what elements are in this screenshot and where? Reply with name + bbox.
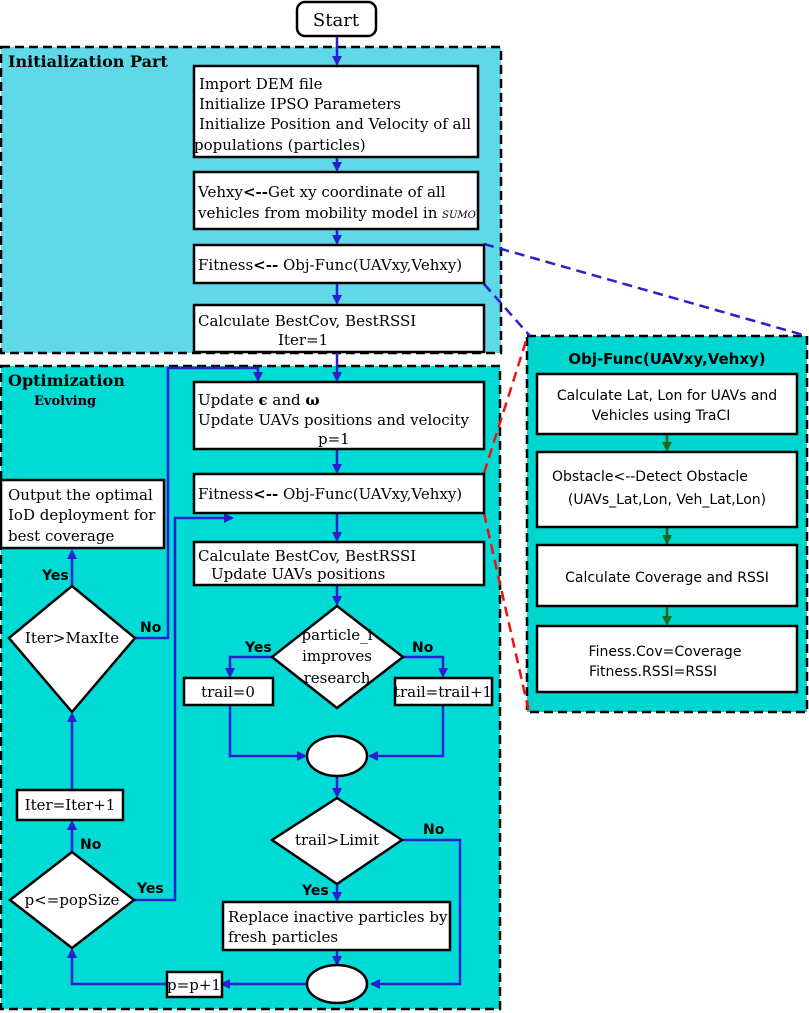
opt-section-title: Optimization bbox=[8, 371, 125, 390]
replace-line-2: fresh particles bbox=[228, 928, 338, 946]
trail-plus-box: trail=trail+1 bbox=[393, 676, 494, 707]
popsize-label: p<=popSize bbox=[25, 891, 120, 909]
calc-best-box-2: Calculate BestCov, BestRSSI Update UAVs … bbox=[192, 540, 486, 587]
fitness-label-2: Fitness bbox=[198, 485, 253, 503]
fitness-box-1: Fitness<-- Obj-Func(UAVxy,Vehxy) bbox=[192, 243, 486, 285]
import-line-4: populations (particles) bbox=[194, 136, 366, 154]
svg-text:Update ϵ and ω: Update ϵ and ω bbox=[198, 391, 320, 409]
init-section-title: Initialization Part bbox=[8, 52, 168, 71]
vehxy-assign-arrow: <-- bbox=[243, 183, 268, 201]
update-box: Update ϵ and ω Update UAVs positions and… bbox=[192, 380, 486, 451]
no-label-popsize: No bbox=[80, 837, 102, 853]
particle-line-3: research bbox=[304, 669, 371, 687]
trail-zero-box: trail=0 bbox=[182, 676, 275, 707]
red-dashed-link-top bbox=[482, 337, 529, 474]
yes-label-trail: Yes bbox=[301, 883, 329, 899]
fitness-call-2: Obj-Func(UAVxy,Vehxy) bbox=[278, 485, 462, 503]
obj-coverage-label: Calculate Coverage and RSSI bbox=[565, 570, 769, 586]
yes-label-popsize: Yes bbox=[136, 881, 164, 897]
output-line-3: best coverage bbox=[8, 527, 114, 545]
obj-obstacle-line-1: Obstacle<--Detect Obstacle bbox=[552, 469, 748, 485]
calc-best-2-line-2: Update UAVs positions bbox=[211, 565, 385, 583]
merge-connector-2 bbox=[305, 963, 369, 1005]
flow-arrows bbox=[67, 36, 462, 989]
vehxy-text: Get xy coordinate of all bbox=[268, 183, 446, 201]
obj-coverage-box: Calculate Coverage and RSSI bbox=[535, 543, 799, 608]
trail-limit-decision: trail>Limit bbox=[269, 796, 405, 886]
blue-dashed-link-bottom bbox=[483, 283, 531, 337]
no-label-particle: No bbox=[412, 640, 434, 656]
vehxy-box: Vehxy<--Get xy coordinate of all vehicle… bbox=[192, 170, 480, 231]
p-plus-label: p=p+1 bbox=[167, 976, 221, 994]
opt-section-subtitle: Evolving bbox=[34, 394, 96, 409]
output-box: Output the optimal IoD deployment for be… bbox=[0, 478, 166, 550]
obj-latlon-box: Calculate Lat, Lon for UAVs and Vehicles… bbox=[535, 372, 799, 436]
vehxy-line-2: vehicles from mobility model in bbox=[197, 204, 442, 222]
particle-line-1: particle_i bbox=[302, 626, 373, 644]
iter-plus-label: Iter=Iter+1 bbox=[25, 796, 116, 814]
epsilon-symbol: ϵ bbox=[258, 391, 267, 409]
import-line-2: Initialize IPSO Parameters bbox=[199, 95, 401, 113]
no-label-iter: No bbox=[140, 620, 162, 636]
iter-maxite-decision: Iter>MaxIte bbox=[7, 584, 137, 714]
iter-plus-box: Iter=Iter+1 bbox=[15, 788, 125, 822]
blue-dashed-link-top bbox=[483, 242, 808, 338]
yes-label-particle: Yes bbox=[244, 640, 272, 656]
calc-best-1-line-2: Iter=1 bbox=[278, 331, 328, 349]
import-line-3: Initialize Position and Velocity of all bbox=[199, 115, 471, 133]
obj-latlon-line-2: Vehicles using TraCI bbox=[592, 408, 731, 424]
calc-best-2-line-1: Calculate BestCov, BestRSSI bbox=[198, 547, 416, 565]
replace-line-1: Replace inactive particles by bbox=[228, 908, 448, 926]
import-box: Import DEM file Initialize IPSO Paramete… bbox=[192, 64, 480, 159]
vehxy-label: Vehxy bbox=[197, 183, 243, 201]
obj-obstacle-line-2: (UAVs_Lat,Lon, Veh_Lat,Lon) bbox=[568, 492, 766, 508]
obj-fitness-line-2: Fitness.RSSI=RSSI bbox=[589, 664, 717, 680]
fitness-box-2: Fitness<-- Obj-Func(UAVxy,Vehxy) bbox=[192, 472, 486, 515]
svg-text:Fitness<-- Obj-Func(UAVxy,Vehx: Fitness<-- Obj-Func(UAVxy,Vehxy) bbox=[198, 256, 462, 274]
yes-label-iter: Yes bbox=[41, 568, 69, 584]
trail-zero-label: trail=0 bbox=[201, 683, 255, 701]
svg-text:vehicles from mobility model i: vehicles from mobility model in SUMO bbox=[197, 204, 476, 222]
no-label-trail: No bbox=[423, 822, 445, 838]
obj-fitness-line-1: Finess.Cov=Coverage bbox=[589, 644, 742, 660]
fitness-call-1: Obj-Func(UAVxy,Vehxy) bbox=[278, 256, 462, 274]
svg-text:Fitness<-- Obj-Func(UAVxy,Vehx: Fitness<-- Obj-Func(UAVxy,Vehxy) bbox=[198, 485, 462, 503]
obj-obstacle-box: Obstacle<--Detect Obstacle (UAVs_Lat,Lon… bbox=[535, 450, 799, 529]
fitness-assign-arrow-1: <-- bbox=[253, 256, 278, 274]
svg-text:Vehxy<--Get xy coordinate of a: Vehxy<--Get xy coordinate of all bbox=[197, 183, 446, 201]
obj-section-title: Obj-Func(UAVxy,Vehxy) bbox=[568, 350, 765, 368]
red-dashed-link-bottom bbox=[482, 512, 531, 713]
popsize-decision: p<=popSize bbox=[7, 850, 137, 950]
update-line-2: Update UAVs positions and velocity bbox=[198, 411, 470, 429]
merge-connector-1 bbox=[305, 734, 369, 778]
particle-line-2: improves bbox=[302, 647, 372, 665]
p-plus-box: p=p+1 bbox=[165, 970, 224, 999]
output-line-1: Output the optimal bbox=[8, 486, 153, 504]
iter-maxite-label: Iter>MaxIte bbox=[25, 629, 119, 647]
calc-best-1-line-1: Calculate BestCov, BestRSSI bbox=[198, 312, 416, 330]
obj-latlon-line-1: Calculate Lat, Lon for UAVs and bbox=[557, 388, 777, 404]
update-and: and bbox=[268, 391, 306, 409]
omega-symbol: ω bbox=[305, 391, 319, 409]
update-label: Update bbox=[198, 391, 258, 409]
start-node: Start bbox=[295, 0, 378, 38]
start-label: Start bbox=[313, 10, 360, 31]
particle-improves-decision: particle_i improves research bbox=[269, 604, 406, 710]
update-line-3: p=1 bbox=[318, 430, 350, 448]
output-line-2: IoD deployment for bbox=[8, 506, 156, 524]
fitness-assign-arrow-2: <-- bbox=[253, 485, 278, 503]
import-line-1: Import DEM file bbox=[199, 75, 323, 93]
calc-best-box-1: Calculate BestCov, BestRSSI Iter=1 bbox=[192, 303, 486, 354]
replace-box: Replace inactive particles by fresh part… bbox=[221, 900, 452, 952]
obj-fitness-box: Finess.Cov=Coverage Fitness.RSSI=RSSI bbox=[535, 624, 799, 694]
sumo-label: SUMO bbox=[442, 210, 476, 221]
fitness-label-1: Fitness bbox=[198, 256, 253, 274]
trail-limit-label: trail>Limit bbox=[295, 831, 379, 849]
trail-plus-label: trail=trail+1 bbox=[394, 683, 492, 701]
